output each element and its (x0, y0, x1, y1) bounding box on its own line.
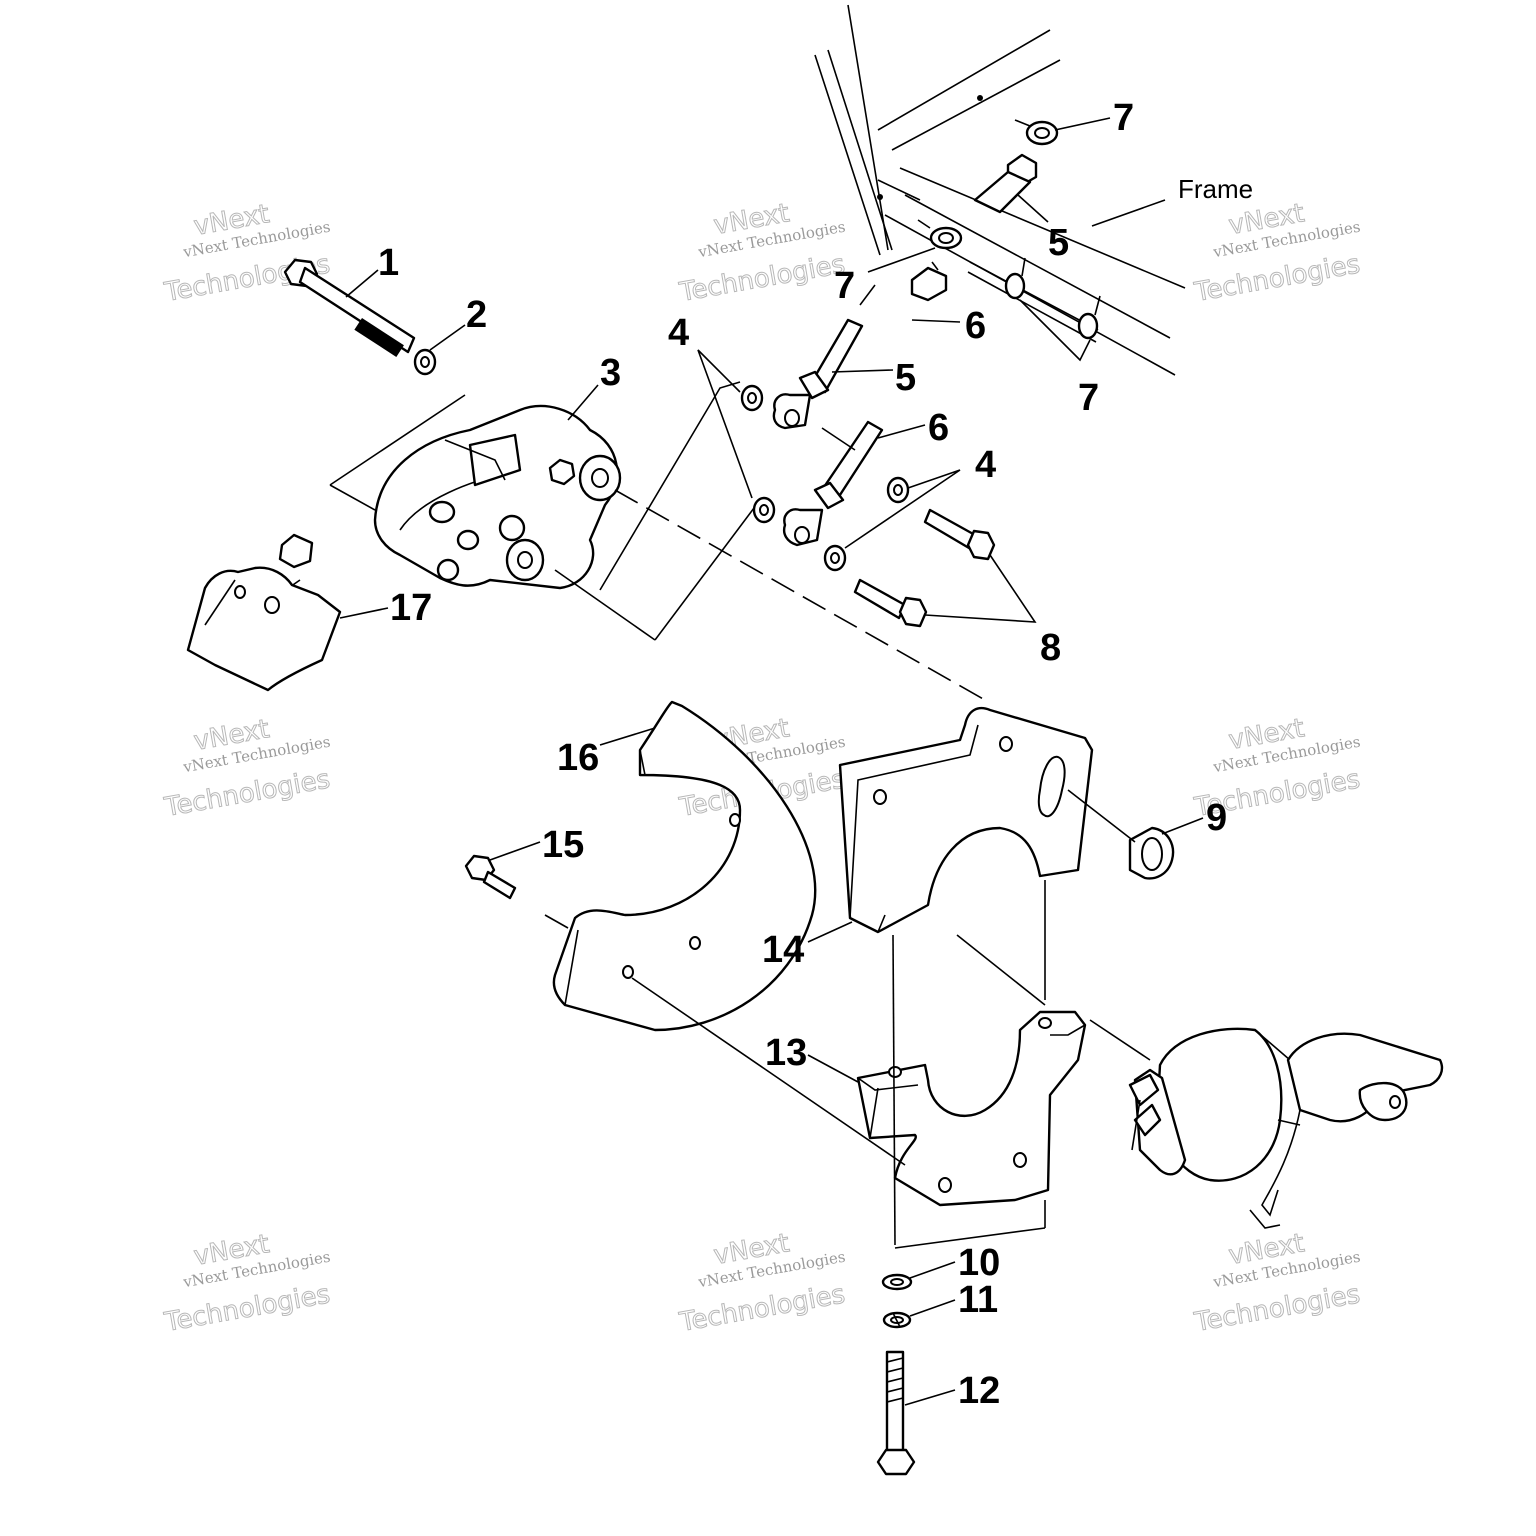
callout-4a: 4 (668, 312, 689, 354)
part-4-washers (740, 384, 910, 572)
part-15-bolt (464, 854, 517, 900)
watermark-top-right: vNext vNext Technologies Technologies (1191, 198, 1363, 309)
part-12-bolt (876, 1350, 916, 1476)
watermark-bottom-left: vNext vNext Technologies Technologies (161, 1229, 333, 1339)
callout-5a: 5 (1048, 222, 1069, 264)
callout-14: 14 (762, 929, 804, 971)
frame-label: Frame (1178, 174, 1253, 204)
callout-9: 9 (1206, 797, 1227, 839)
callout-7a: 7 (1113, 97, 1134, 139)
part-17-brake-pad (186, 533, 342, 692)
callout-8: 8 (1040, 627, 1061, 669)
callout-15: 15 (542, 824, 584, 866)
callout-7b: 7 (834, 265, 855, 307)
callout-11: 11 (958, 1279, 998, 1321)
part-6-brake-hose (783, 420, 884, 547)
callout-6b: 6 (928, 407, 949, 449)
part-1-bolt (283, 258, 416, 357)
callout-6a: 6 (965, 305, 986, 347)
part-8-banjo-bolts (853, 508, 996, 628)
part-10-washer (881, 1273, 913, 1291)
part-9-bushing (1128, 826, 1175, 880)
callout-13: 13 (765, 1032, 807, 1074)
axle-housing (1128, 1027, 1444, 1229)
part-11-lock-washer (882, 1311, 912, 1329)
callout-10: 10 (958, 1242, 1000, 1284)
callout-4b: 4 (975, 444, 996, 486)
part-5-brake-hose (772, 318, 864, 430)
callout-1: 1 (378, 242, 399, 284)
assembly-lines-lower (544, 880, 1151, 1249)
watermark-bottom-center: vNext vNext Technologies Technologies (676, 1228, 848, 1339)
frame-hardware (877, 95, 1101, 343)
watermark-bottom-right: vNext vNext Technologies Technologies (1191, 1228, 1363, 1339)
callout-2: 2 (466, 294, 487, 336)
part-16-shield (552, 700, 817, 1032)
callout-3: 3 (600, 352, 621, 394)
callout-5b: 5 (895, 357, 916, 399)
callout-12: 12 (958, 1370, 1000, 1412)
callout-16: 16 (557, 737, 599, 779)
callout-7c: 7 (1078, 377, 1099, 419)
watermark-top-center: vNext vNext Technologies Technologies (676, 198, 848, 309)
watermark-mid-left: vNext vNext Technologies Technologies (161, 714, 333, 824)
part-13-lower-bracket (856, 1010, 1087, 1207)
callout-17: 17 (390, 587, 432, 629)
part-2-washer (413, 348, 437, 376)
part-14-caliper-bracket (838, 706, 1094, 934)
part-3-caliper (373, 404, 622, 590)
frame-leader (1091, 199, 1166, 227)
